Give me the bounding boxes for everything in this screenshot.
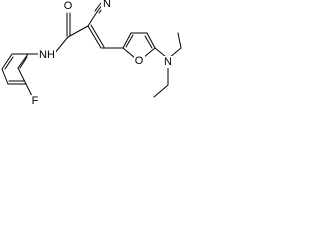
- atom-labels: O N NH F O N: [30, 0, 174, 107]
- bond-furan-o-c2: [122, 47, 136, 59]
- carbonyl-oxygen-label: O: [64, 0, 73, 12]
- bond-furan-c2-c3: [122, 32, 132, 49]
- chemical-structure-diagram: O N NH F O N: [1, 0, 182, 107]
- bond-furan-n: [154, 47, 167, 58]
- amine-nitrogen-label: N: [164, 56, 172, 68]
- bond-c2-c3-double-a: [87, 25, 102, 49]
- bond-c2-c3-double-b: [90, 24, 105, 48]
- bonds: [1, 2, 182, 98]
- bond-ph-c1-c2: [17, 53, 29, 69]
- fluorine-label: F: [32, 95, 39, 107]
- bond-furan-c4-c5-inner: [144, 35, 153, 49]
- bond-c1-nh: [53, 36, 69, 55]
- bond-c1-c2: [67, 25, 89, 38]
- furan-oxygen-label: O: [135, 55, 144, 67]
- bond-c2-c-nitrile: [87, 11, 98, 27]
- bond-nitrile-triple-b: [94, 2, 102, 12]
- amide-nh-label: NH: [39, 49, 55, 61]
- bond-ph-inner-3: [4, 56, 14, 70]
- bond-ph-c5-c6: [1, 53, 13, 70]
- bond-furan-c2-c3-inner: [125, 34, 134, 48]
- bond-furan-c4-c5: [146, 32, 156, 49]
- bond-ph-inner-1: [19, 56, 28, 69]
- bond-ethyl2-ch3: [153, 84, 169, 98]
- bond-ethyl1-ch3: [177, 32, 182, 49]
- nitrile-nitrogen-label: N: [103, 0, 111, 10]
- bond-ph-c4-c5: [1, 68, 9, 85]
- bond-ph-c2-c3: [17, 67, 27, 85]
- bond-ph-f: [25, 83, 33, 97]
